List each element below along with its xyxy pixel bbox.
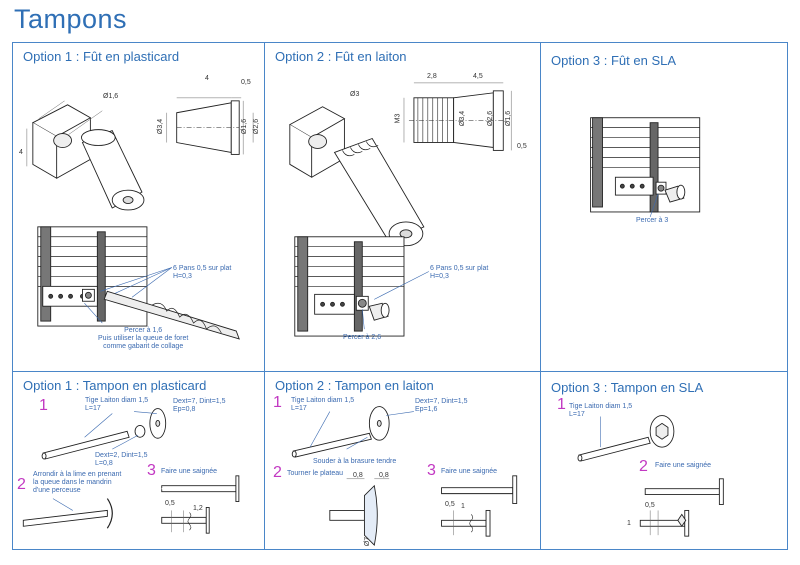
note-round: Arrondir à la lime en prenant la queue d… (33, 471, 122, 494)
step-number: 1 (557, 396, 566, 413)
dim-disc-left: 0,8 (353, 472, 363, 479)
dim-hole: Ø3 (350, 91, 360, 98)
dim-disc-right: 0,8 (379, 472, 389, 479)
note-rod: Tige Laiton diam 1,5 L=17 (291, 397, 355, 412)
panel-title: Option 2 : Tampon en laiton (275, 378, 434, 393)
note-rod: Tige Laiton diam 1,5 L=17 (569, 403, 633, 418)
note-drill: Percer à 2,6 (343, 334, 382, 341)
dim-slot-length: 1,2 (193, 505, 203, 512)
note-drill: Percer à 1,6 Puis utiliser la queue de f… (98, 327, 189, 350)
step-number: 2 (17, 476, 26, 493)
panel-title: Option 1 : Fût en plasticard (23, 49, 180, 64)
panel-tampon-laiton: Option 2 : Tampon en laiton 1 Tige Laito… (264, 371, 541, 550)
dim-slot-depth: 0,5 (165, 500, 175, 507)
dim-big-diam: Ø3,4 (459, 110, 467, 127)
dim-collar: 0,5 (517, 143, 527, 150)
note-big-disc: Dext=7, Dint=1,5 Ep=0,8 (173, 398, 226, 413)
note-turn: Tourner le plateau (287, 470, 344, 477)
note-rod: Tige Laiton diam 1,5 L=17 (85, 397, 149, 412)
panel-fut-plasticard: Option 1 : Fût en plasticard (12, 42, 265, 372)
panel-tampon-plasticard: Option 1 : Tampon en plasticard 1 (12, 371, 265, 550)
note-slot: Faire une saignée (161, 468, 218, 475)
dim-hole: Ø1,6 (103, 93, 119, 100)
note-drill: Percer à 3 (636, 217, 669, 224)
tampon-laiton-drawing (291, 406, 518, 546)
fut-laiton-drawing (288, 82, 512, 337)
dim-small-diam: Ø1,6 (505, 110, 513, 127)
tampon-plasticard-drawing (22, 408, 240, 534)
dim-thread-length: 2,8 (427, 73, 437, 80)
page-title: Tampons (14, 4, 128, 34)
fut-sla-drawing (590, 117, 701, 218)
fut-plasticard-drawing (26, 97, 254, 340)
panel-tampon-sla: Option 3 : Tampon en SLA 1 Tige Laiton d… (540, 371, 788, 550)
dim-big-diam: Ø3,4 (157, 118, 165, 135)
note-slot: Faire une saignée (441, 468, 498, 475)
note-hex: 6 Pans 0,5 sur plat H=0,3 (430, 265, 489, 280)
step-number: 1 (39, 397, 48, 414)
step-number: 2 (639, 458, 648, 475)
note-slot: Faire une saignée (655, 462, 712, 469)
dim-cone-length: 4,5 (473, 73, 483, 80)
panel-title: Option 2 : Fût en laiton (275, 49, 407, 64)
panel-title: Option 3 : Fût en SLA (551, 53, 677, 68)
panel-title: Option 1 : Tampon en plasticard (23, 378, 207, 393)
note-big-disc: Dext=7, Dint=1,5 Ep=1,6 (415, 398, 468, 413)
step-number: 1 (273, 394, 282, 411)
note-hex: 6 Pans 0,5 sur plat H=0,3 (173, 265, 232, 280)
dim-slot-depth: 0,5 (645, 502, 655, 509)
dim-collar-diam: Ø2,6 (253, 118, 261, 135)
dim-plate: 4 (19, 149, 23, 156)
dim-slot-length: 1 (461, 503, 465, 510)
panel-fut-laiton: Option 2 : Fût en laiton (264, 42, 541, 372)
tampon-sla-drawing (577, 415, 724, 537)
dim-slot-length: 1 (627, 520, 631, 527)
dim-disc-diam: Ø7 (364, 536, 372, 547)
dim-mid-diam: Ø2,6 (487, 110, 495, 127)
dim-length: 4 (205, 75, 209, 82)
dim-collar: 0,5 (241, 79, 251, 86)
dim-small-diam: Ø1,6 (241, 118, 249, 135)
panel-title: Option 3 : Tampon en SLA (551, 380, 704, 395)
panel-fut-sla: Option 3 : Fût en SLA Percer à 3 (540, 42, 788, 372)
step-number: 3 (427, 462, 436, 479)
note-small-disc: Dext=2, Dint=1,5 L=0,8 (95, 452, 148, 467)
dim-slot-depth: 0,5 (445, 501, 455, 508)
note-solder: Souder à la brasure tendre (313, 458, 397, 465)
dim-thread: M3 (394, 113, 402, 124)
step-number: 2 (273, 464, 282, 481)
step-number: 3 (147, 462, 156, 479)
